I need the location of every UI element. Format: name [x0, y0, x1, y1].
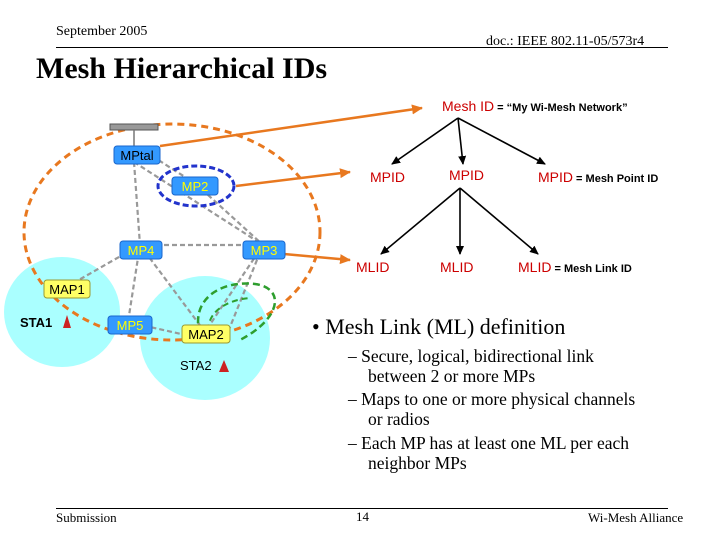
- sub-item-2-line-1: – Maps to one or more physical channels: [348, 389, 636, 409]
- header-rule: [56, 47, 668, 48]
- mpid-label-1: MPID: [370, 169, 405, 185]
- id-tree-arrows: [380, 117, 546, 255]
- node-mp2: MP2: [171, 176, 219, 196]
- mp2-label: MP2: [182, 179, 209, 194]
- portal-antenna: [109, 123, 159, 131]
- mlid-label-3: MLID = Mesh Link ID: [518, 259, 632, 275]
- node-sta1: STA1: [20, 315, 71, 330]
- bullet-heading: • Mesh Link (ML) definition: [312, 314, 566, 339]
- arrow-mesh-id: [159, 104, 423, 148]
- arrow-mlid: [283, 252, 351, 265]
- sub-item-3: – Each MP has at least one ML per each n…: [348, 433, 629, 473]
- arrow-mpid: [235, 168, 351, 188]
- sub-item-1-line-1: – Secure, logical, bidirectional link: [348, 346, 594, 366]
- footer-submission: Submission: [56, 510, 117, 525]
- map1-label: MAP1: [49, 282, 84, 297]
- footer-org: Wi-Mesh Alliance: [588, 510, 684, 525]
- map1-cell: [4, 257, 120, 367]
- mlid-label-2: MLID: [440, 259, 473, 275]
- footer-page-number: 14: [356, 509, 369, 524]
- mpid-label-3: MPID = Mesh Point ID: [538, 169, 658, 185]
- node-mp5: MP5: [107, 315, 153, 335]
- mp5-label: MP5: [117, 318, 144, 333]
- slide-title: Mesh Hierarchical IDs: [36, 52, 328, 85]
- header-date: September 2005: [56, 24, 148, 39]
- node-mp4: MP4: [119, 240, 163, 260]
- sub-item-3-line-1: – Each MP has at least one ML per each: [348, 433, 630, 453]
- mp4-label: MP4: [128, 243, 155, 258]
- node-sta2: STA2: [180, 358, 229, 373]
- sta1-triangle: [63, 315, 71, 328]
- header-doc-id: doc.: IEEE 802.11-05/573r4: [486, 34, 645, 49]
- mp-circle: [156, 164, 236, 208]
- mpid-label-2: MPID: [449, 167, 484, 183]
- portal-label: MPtal: [120, 148, 153, 163]
- sub-item-3-line-2: neighbor MPs: [368, 453, 467, 473]
- footer-rule: [56, 508, 668, 509]
- mesh-link-loop: [196, 282, 277, 342]
- mlid-label-1: MLID: [356, 259, 389, 275]
- sta2-label: STA2: [180, 358, 212, 373]
- sub-item-1: – Secure, logical, bidirectional link be…: [348, 346, 594, 386]
- mp3-label: MP3: [251, 243, 278, 258]
- sub-item-2: – Maps to one or more physical channels …: [348, 389, 635, 429]
- sub-item-1-line-2: between 2 or more MPs: [368, 366, 536, 386]
- sta2-triangle: [219, 360, 229, 372]
- map2-label: MAP2: [188, 327, 223, 342]
- sub-item-2-line-2: or radios: [368, 409, 430, 429]
- node-map1: MAP1: [43, 279, 91, 299]
- mesh-id-line: Mesh ID = “My Wi-Mesh Network”: [442, 98, 628, 114]
- sta1-label: STA1: [20, 315, 52, 330]
- mesh-boundary: [22, 122, 322, 342]
- node-portal: MPtal: [113, 145, 161, 165]
- node-map2: MAP2: [181, 324, 231, 344]
- node-mp3: MP3: [242, 240, 286, 260]
